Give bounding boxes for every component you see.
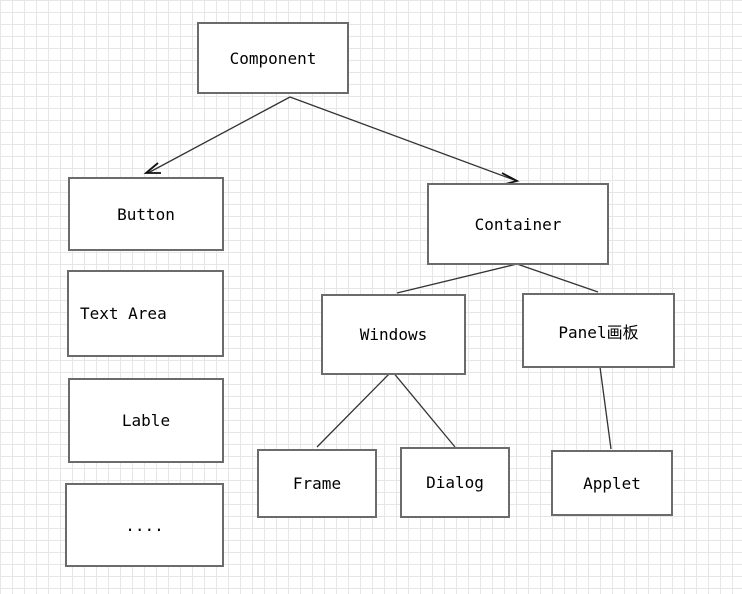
component-node: Component bbox=[197, 22, 349, 94]
edge-container-windows bbox=[396, 263, 518, 294]
edge-container-panel bbox=[516, 263, 599, 293]
lable-node: Lable bbox=[68, 378, 224, 463]
frame-node: Frame bbox=[257, 449, 377, 518]
edge-panel-applet bbox=[599, 366, 612, 450]
button-node: Button bbox=[68, 177, 224, 251]
windows-node: Windows bbox=[321, 294, 466, 375]
dialog-node: Dialog bbox=[400, 447, 510, 518]
ellipsis-node: .... bbox=[65, 483, 224, 567]
edge-windows-dialog bbox=[391, 370, 456, 448]
text-area-node: Text Area bbox=[67, 270, 224, 357]
edge-windows-frame bbox=[316, 370, 393, 448]
edge-component-button bbox=[147, 96, 291, 174]
panel-node: Panel画板 bbox=[522, 293, 675, 368]
container-node: Container bbox=[427, 183, 609, 265]
edge-component-container bbox=[289, 96, 518, 182]
arrowhead-button bbox=[143, 162, 161, 174]
applet-node: Applet bbox=[551, 450, 673, 516]
